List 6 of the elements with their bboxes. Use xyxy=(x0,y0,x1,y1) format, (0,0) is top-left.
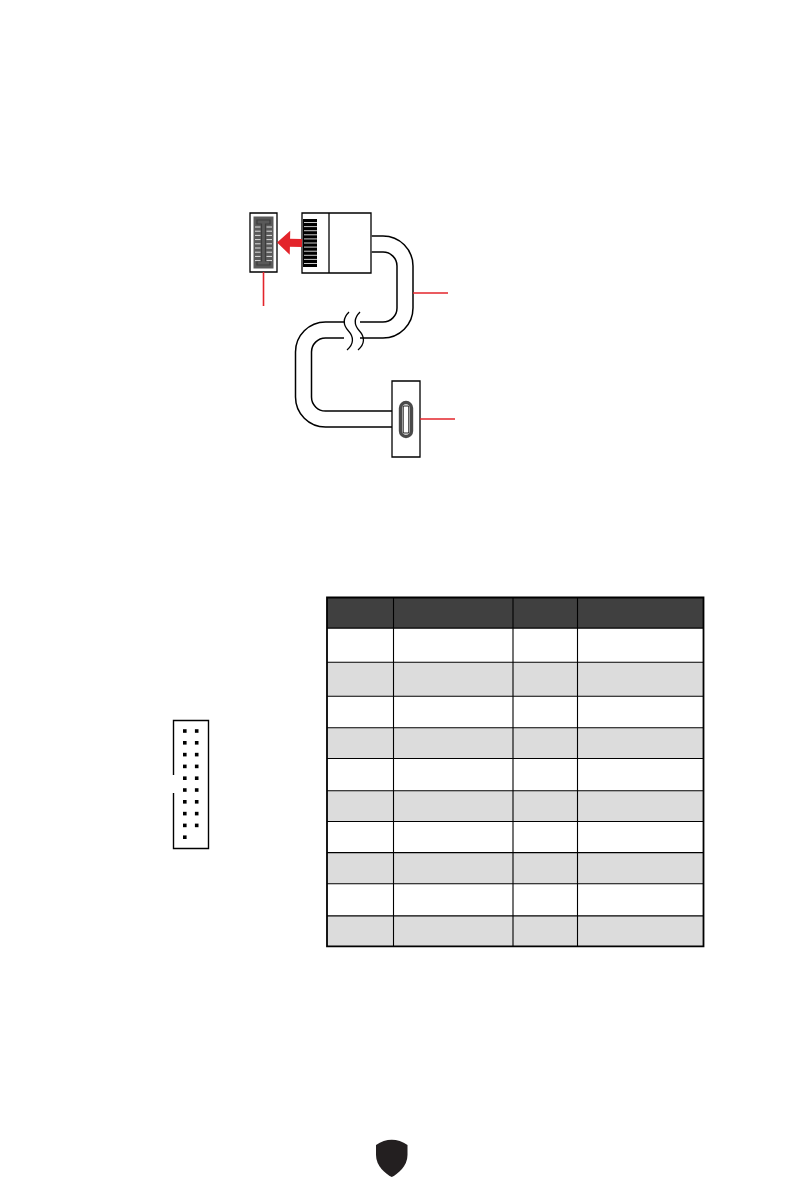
leader-line xyxy=(419,418,456,420)
cable xyxy=(294,235,414,428)
usb-c-port xyxy=(391,380,421,458)
header-socket xyxy=(249,212,278,273)
leader-line xyxy=(262,271,265,307)
leader-line xyxy=(412,292,449,294)
